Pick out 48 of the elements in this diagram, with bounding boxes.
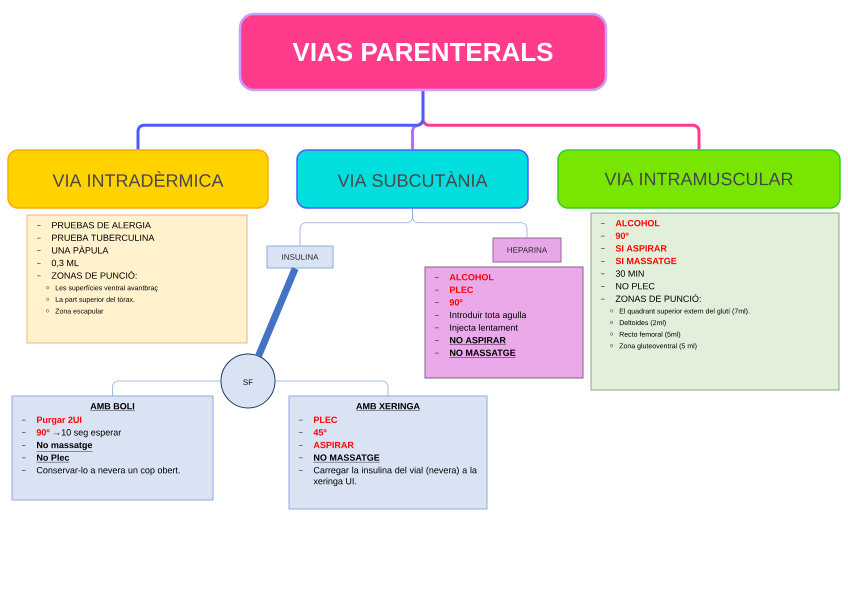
list-item: SI ASPIRAR [616,245,667,252]
category-box: VIA INTRADÈRMICA [7,149,269,209]
list-item: Purgar 2UI [37,416,82,425]
list-item: ALCOHOL [616,220,660,226]
category-box: VIA SUBCUTÀNIA [296,149,529,209]
list-item: Introduir tota agulla [450,312,526,320]
connector [112,380,221,396]
list-item: PRUEBA TUBERCULINA [52,234,154,241]
connector [275,380,388,396]
list-item: NO MASSATGE [449,350,516,358]
list-item: PLEC [450,286,474,293]
title-box: VIAS PARENTERALS [238,12,608,92]
tag-box: HEPARINA [492,238,562,262]
list-box [590,212,840,390]
list-item: 30 MIN [616,270,644,277]
list-item: PRUEBAS DE ALERGIA [52,222,151,228]
list-item: 45º [314,429,327,436]
connector [300,208,413,246]
list-item: NO MASSATGE [313,454,380,462]
list-item: Carregar la insulina del vial (nevera) a la xeringa UI. [314,466,477,486]
list-item: Conservar-lo a nevera un cop obert. [36,466,180,476]
box-heading: AMB BOLI [90,402,135,411]
circle-node: SF [220,353,276,408]
list-item: 0,3 ML [52,260,79,268]
list-item: UNA PÀPULA [52,246,108,254]
list-box [26,214,248,344]
tag-box: INSULINA [266,246,334,268]
list-item: ASPIRAR [314,442,354,448]
list-item: PLEC [314,416,338,423]
list-item: 90º [616,232,629,239]
list-item: ZONAS DE PUNCIÓ: [616,294,701,302]
list-box [12,395,214,500]
list-item: No massatge [36,442,93,452]
list-item: NO PLEC [616,282,655,290]
list-item: Injecta lentament [450,324,518,333]
category-box: VIA INTRAMUSCULAR [557,149,841,209]
list-item: SI MASSATGE [616,258,676,264]
list-item: No Plec [36,454,70,462]
connector [255,267,298,357]
connector [136,91,424,150]
list-item: 90º →10 seg esperar [36,429,122,438]
list-item: NO ASPIRAR [449,336,506,345]
list-box [288,395,488,510]
list-box [424,266,584,378]
list-item: ZONAS DE PUNCIÓ: [52,270,137,279]
list-item: 90º [450,299,463,306]
box-heading: AMB XERINGA [356,402,420,411]
list-item: ALCOHOL [450,274,494,280]
